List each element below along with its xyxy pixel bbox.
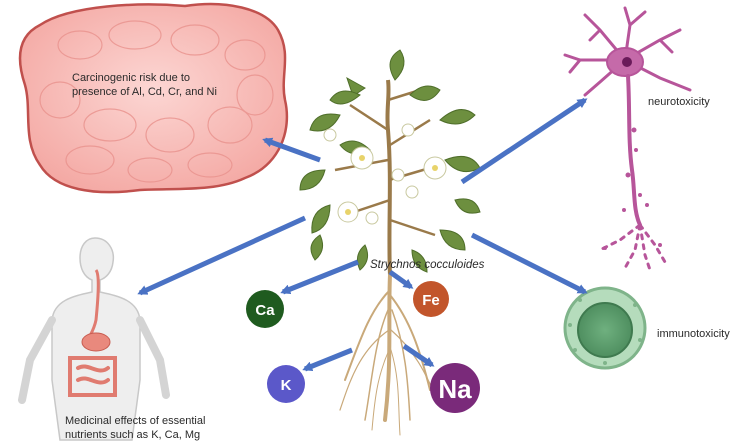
ion-ca: Ca [246, 290, 284, 328]
neuron-icon [563, 6, 692, 272]
arrow-to-ca [280, 259, 359, 295]
neurotoxicity-label: neurotoxicity [648, 96, 710, 108]
immunotoxicity-label: immunotoxicity [657, 328, 730, 340]
ion-ca-label: Ca [255, 302, 275, 319]
carcinogenic-risk-line-2: presence of Al, Cd, Cr, and Ni [72, 86, 217, 98]
ion-na-label: Na [438, 374, 472, 404]
immune-cell-icon [563, 286, 647, 370]
ion-fe: Fe [413, 281, 449, 317]
medicinal-effects-line-2: nutrients such as K, Ca, Mg [65, 429, 201, 441]
ion-na: Na [430, 363, 480, 413]
medicinal-effects-line-1: Medicinal effects of essential [65, 415, 206, 427]
plant-name-label: Strychnos cocculoides [370, 259, 485, 271]
arrow-to-fe [388, 269, 414, 290]
roots-icon [339, 273, 441, 436]
arrow-to-liver [262, 137, 321, 163]
arrow-to-na [402, 343, 435, 368]
medicinal-effects-label: Medicinal effects of essential nutrients… [65, 414, 205, 442]
arrow-to-neuron [460, 97, 588, 185]
arrow-to-body [137, 215, 307, 296]
liver-tissue-icon [18, 2, 289, 194]
carcinogenic-risk-line-1: Carcinogenic risk due to [72, 72, 191, 84]
ion-k: K [267, 365, 305, 403]
ion-k-label: K [281, 377, 292, 394]
carcinogenic-risk-label: Carcinogenic risk due to presence of Al,… [72, 71, 217, 99]
human-body-icon [18, 237, 170, 441]
ion-fe-label: Fe [422, 292, 440, 309]
plant-icon [299, 49, 481, 276]
arrow-to-immune-cell [470, 232, 588, 295]
arrow-to-k [302, 347, 353, 372]
